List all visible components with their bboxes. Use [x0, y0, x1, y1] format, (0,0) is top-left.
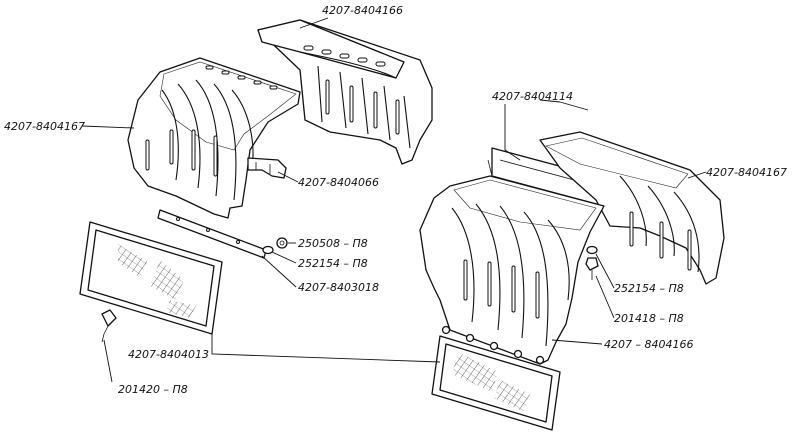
- label-upper-shell: 4207-8404166: [322, 4, 403, 17]
- left-bracket-part: [247, 157, 287, 179]
- left-mudflap: [79, 221, 223, 335]
- label-right-shell: 4207 – 8404166: [604, 338, 693, 351]
- leader-lines: [81, 17, 707, 383]
- label-bolt-right: 201418 – П8: [614, 312, 684, 325]
- screw-part: [101, 309, 117, 343]
- label-right-bracket: 4207-8404114: [492, 90, 573, 103]
- upper-fender-shell: [257, 19, 433, 165]
- left-fender: [127, 57, 301, 219]
- label-left-bracket: 4207-8404066: [298, 176, 379, 189]
- label-mudflap: 4207-8404013: [128, 348, 209, 361]
- right-fender: [539, 131, 725, 285]
- label-screw: 201420 – П8: [118, 383, 188, 396]
- left-fasteners: [262, 237, 288, 255]
- right-main-fender: [419, 175, 605, 365]
- label-strip: 4207-8403018: [298, 281, 379, 294]
- label-left-fender: 4207-8404167: [4, 120, 85, 133]
- right-fasteners: [585, 245, 599, 280]
- label-lock-washer-right: 252154 – П8: [614, 282, 684, 295]
- label-lock-washer-left: 252154 – П8: [298, 257, 368, 270]
- label-right-fender: 4207-8404167: [706, 166, 787, 179]
- label-washer-nut: 250508 – П8: [298, 237, 368, 250]
- right-mudflap: [431, 335, 561, 431]
